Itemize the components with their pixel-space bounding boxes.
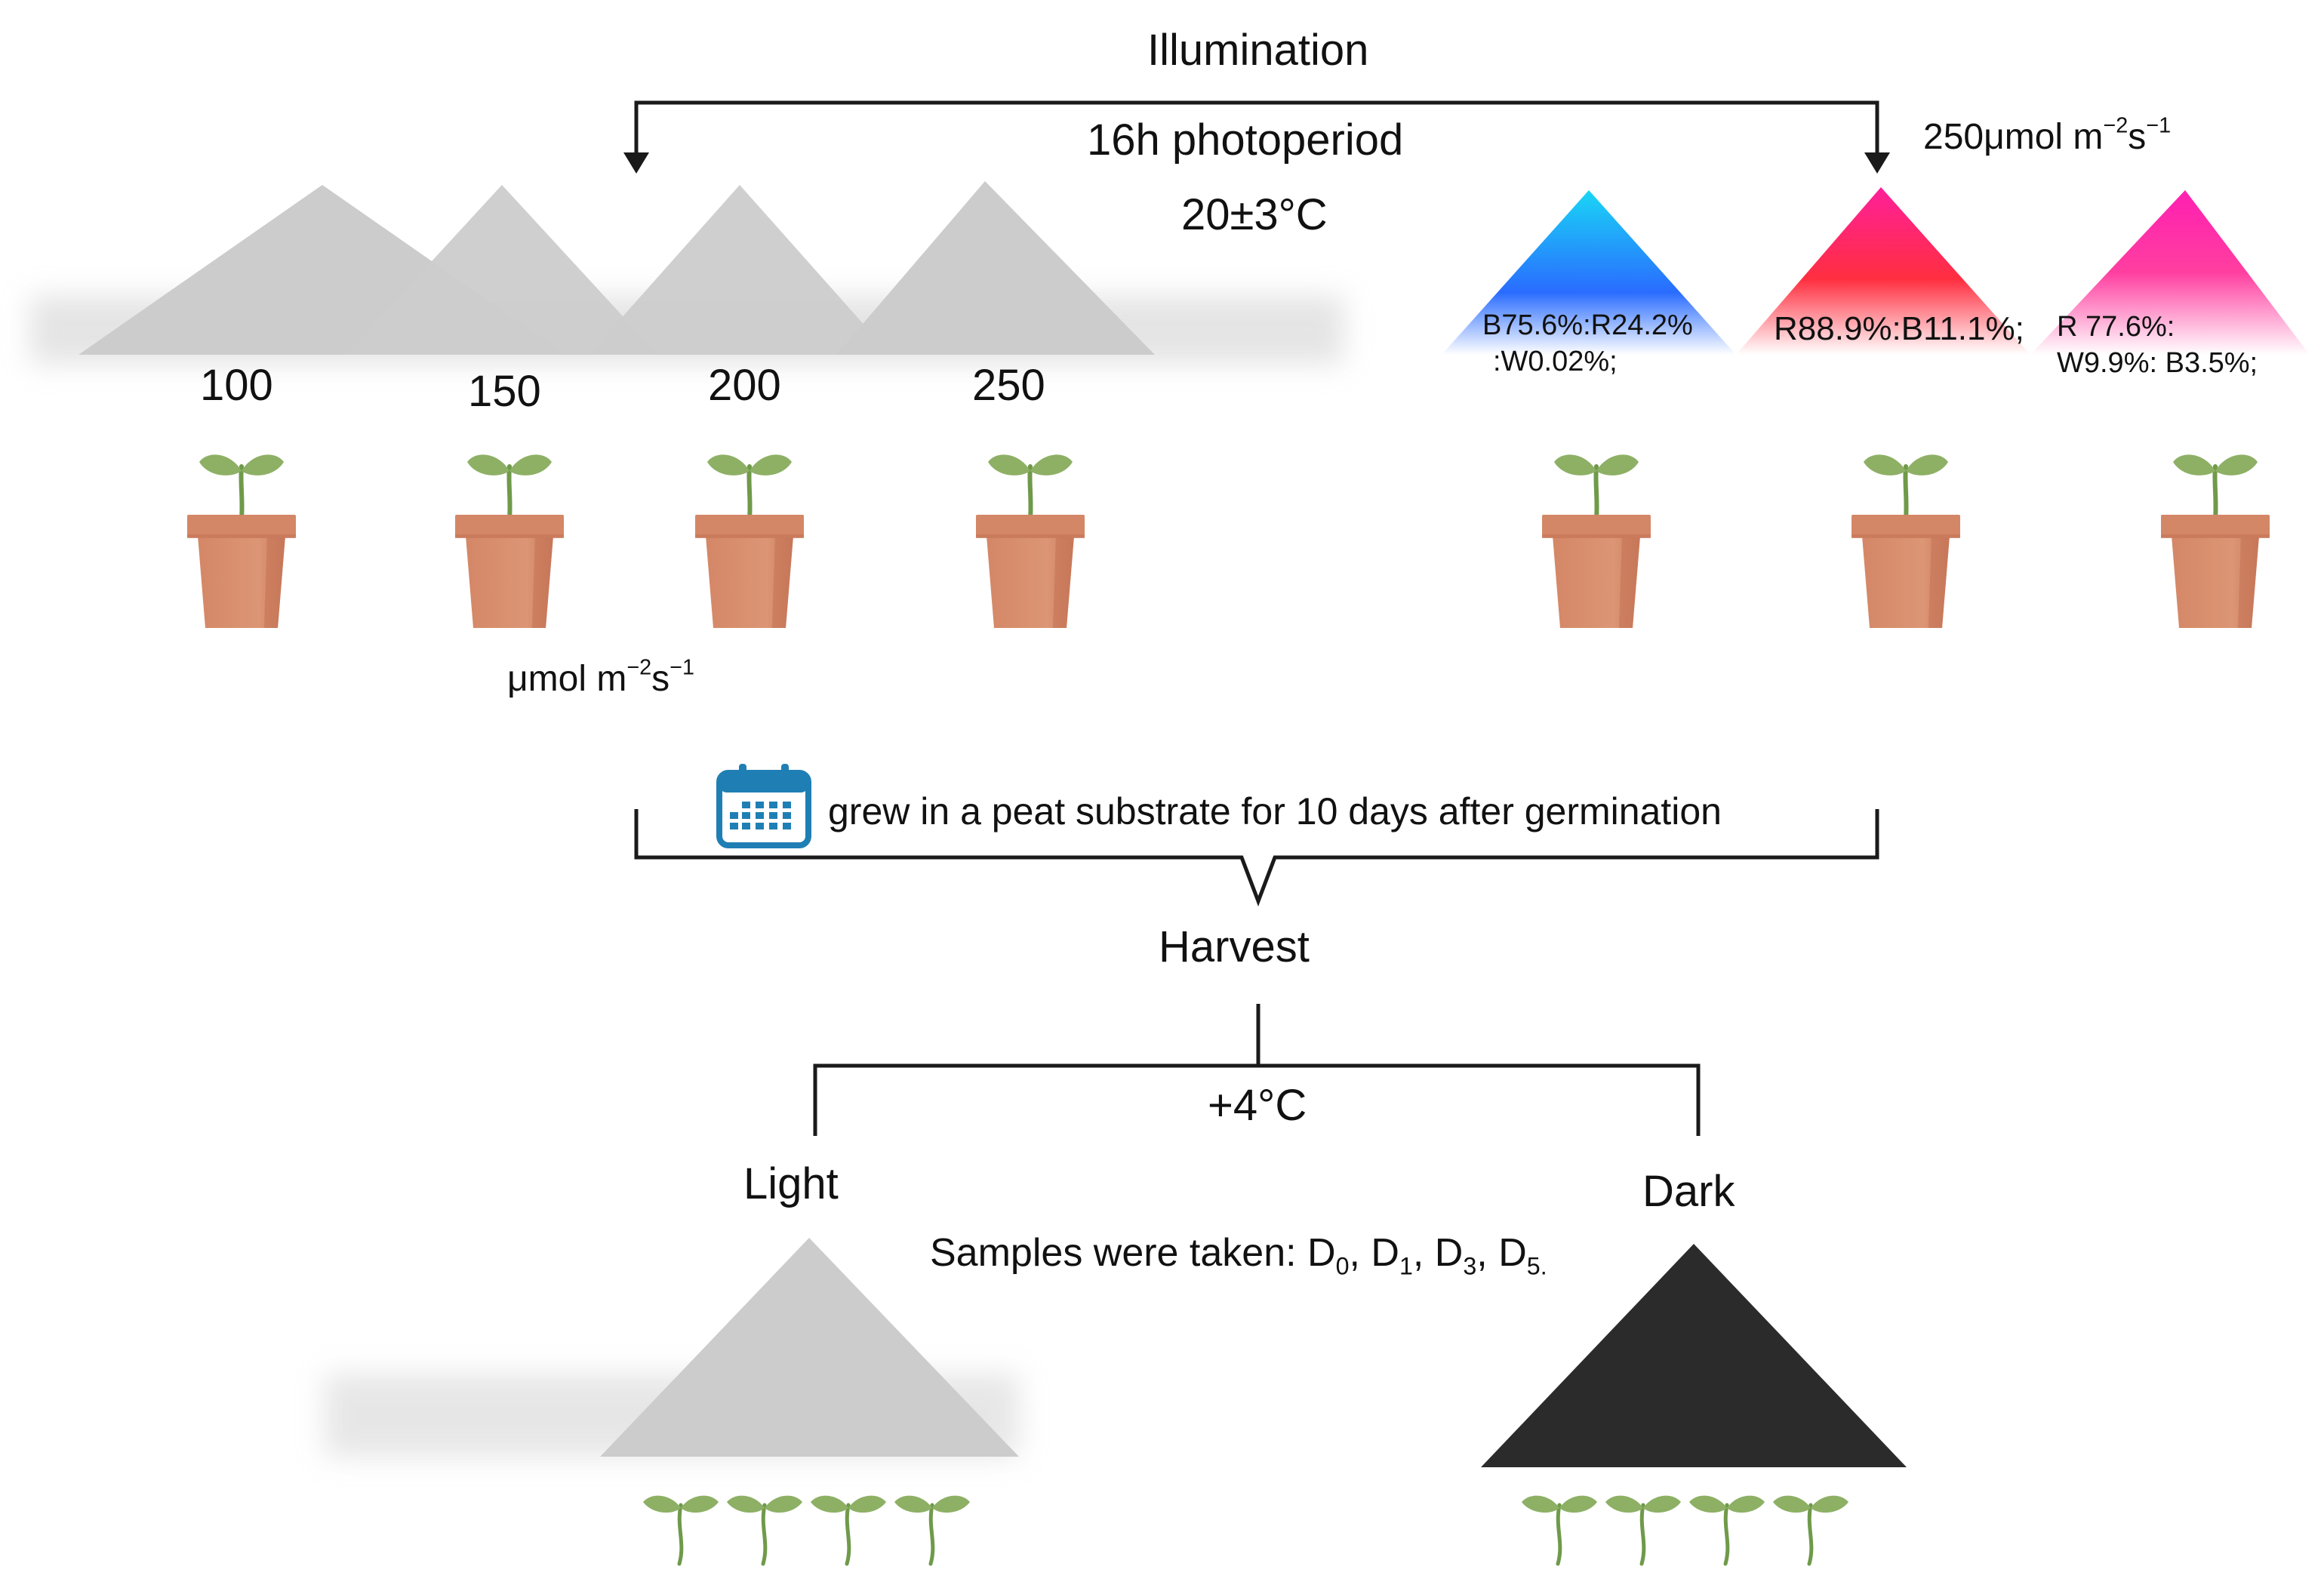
seedling-icon <box>1605 1495 1681 1566</box>
leaf <box>988 454 1030 476</box>
seedling-icon <box>1773 1495 1848 1566</box>
dark-label: Dark <box>1642 1167 1735 1216</box>
pot-icon <box>706 536 793 628</box>
seedling-icon <box>811 1495 886 1566</box>
potted-seedling <box>695 454 804 628</box>
leaf <box>2215 454 2258 476</box>
temperature-label: 20±3°C <box>1181 190 1328 239</box>
seedling-icon <box>1689 1495 1765 1566</box>
dark-lamp <box>1481 1244 1907 1467</box>
cold-temperature-label: +4°C <box>1208 1081 1307 1130</box>
leaf <box>1554 454 1596 476</box>
leaf <box>509 454 552 476</box>
pot-icon <box>466 536 553 628</box>
samples-label: Samples were taken: D0, D1, D3, D5. <box>930 1231 1547 1280</box>
white-light-lamps <box>30 181 1344 364</box>
light-label: Light <box>743 1159 839 1208</box>
seedling-icon <box>1522 1495 1597 1566</box>
leaf <box>750 454 792 476</box>
potted-seedling <box>976 454 1085 628</box>
pot-icon <box>198 536 285 628</box>
harvest-bracket <box>813 1004 1701 1136</box>
growth-text: grew in a peat substrate for 10 days aft… <box>828 790 1722 833</box>
led-lamp-blue <box>1442 190 1736 355</box>
leaf <box>1030 454 1073 476</box>
photoperiod-label: 16h photoperiod <box>1087 115 1404 165</box>
potted-seedling <box>455 454 564 628</box>
potted-seedling <box>1852 454 1960 628</box>
leaf <box>707 454 750 476</box>
leaf <box>199 454 242 476</box>
led-light-lamps <box>1442 187 2310 355</box>
potted-seedling <box>2161 454 2270 628</box>
pot-icon <box>2172 536 2259 628</box>
led-lamp-pink <box>2030 190 2310 355</box>
lamp-250 <box>836 181 1155 355</box>
potted-seedling <box>187 454 296 628</box>
calendar-icon <box>716 764 811 848</box>
arrow-left-icon <box>623 152 649 174</box>
spectrum-label-red: R88.9%:B11.1%; <box>1774 310 2024 347</box>
seedling-icon <box>894 1495 970 1566</box>
spectrum-label-blue: B75.6%:R24.2%:W0.02%; <box>1482 309 1693 377</box>
leaf <box>1906 454 1948 476</box>
pot-icon <box>1862 536 1950 628</box>
potted-seedling <box>1542 454 1651 628</box>
seedlings-group <box>643 1495 1848 1566</box>
white-level-250: 250 <box>972 361 1045 410</box>
leaf <box>242 454 284 476</box>
leaf <box>1596 454 1639 476</box>
led-intensity-label: 250μmol m−2s−1 <box>1923 113 2172 157</box>
illumination-bracket <box>634 100 1879 157</box>
lamp-200 <box>589 185 891 355</box>
seedling-icon <box>727 1495 802 1566</box>
pots-group <box>187 454 2270 628</box>
leaf <box>1864 454 1906 476</box>
white-level-150: 150 <box>468 367 541 416</box>
arrow-right-icon <box>1864 152 1890 174</box>
seedling-icon <box>643 1495 719 1566</box>
white-level-100: 100 <box>200 361 273 410</box>
white-level-200: 200 <box>708 361 781 410</box>
leaf <box>2173 454 2215 476</box>
white-intensity-unit: μmol m−2s−1 <box>507 655 695 699</box>
illumination-title: Illumination <box>1147 26 1369 75</box>
light-lamp <box>325 1238 1019 1457</box>
pot-icon <box>987 536 1074 628</box>
led-lamp-red <box>1736 187 2030 355</box>
pot-icon <box>1553 536 1640 628</box>
leaf <box>467 454 509 476</box>
growth-bracket <box>634 809 1879 907</box>
spectrum-label-pink: R 77.6%:W9.9%: B3.5%; <box>2057 311 2258 379</box>
lamp-150 <box>346 185 658 355</box>
harvest-label: Harvest <box>1159 922 1310 971</box>
